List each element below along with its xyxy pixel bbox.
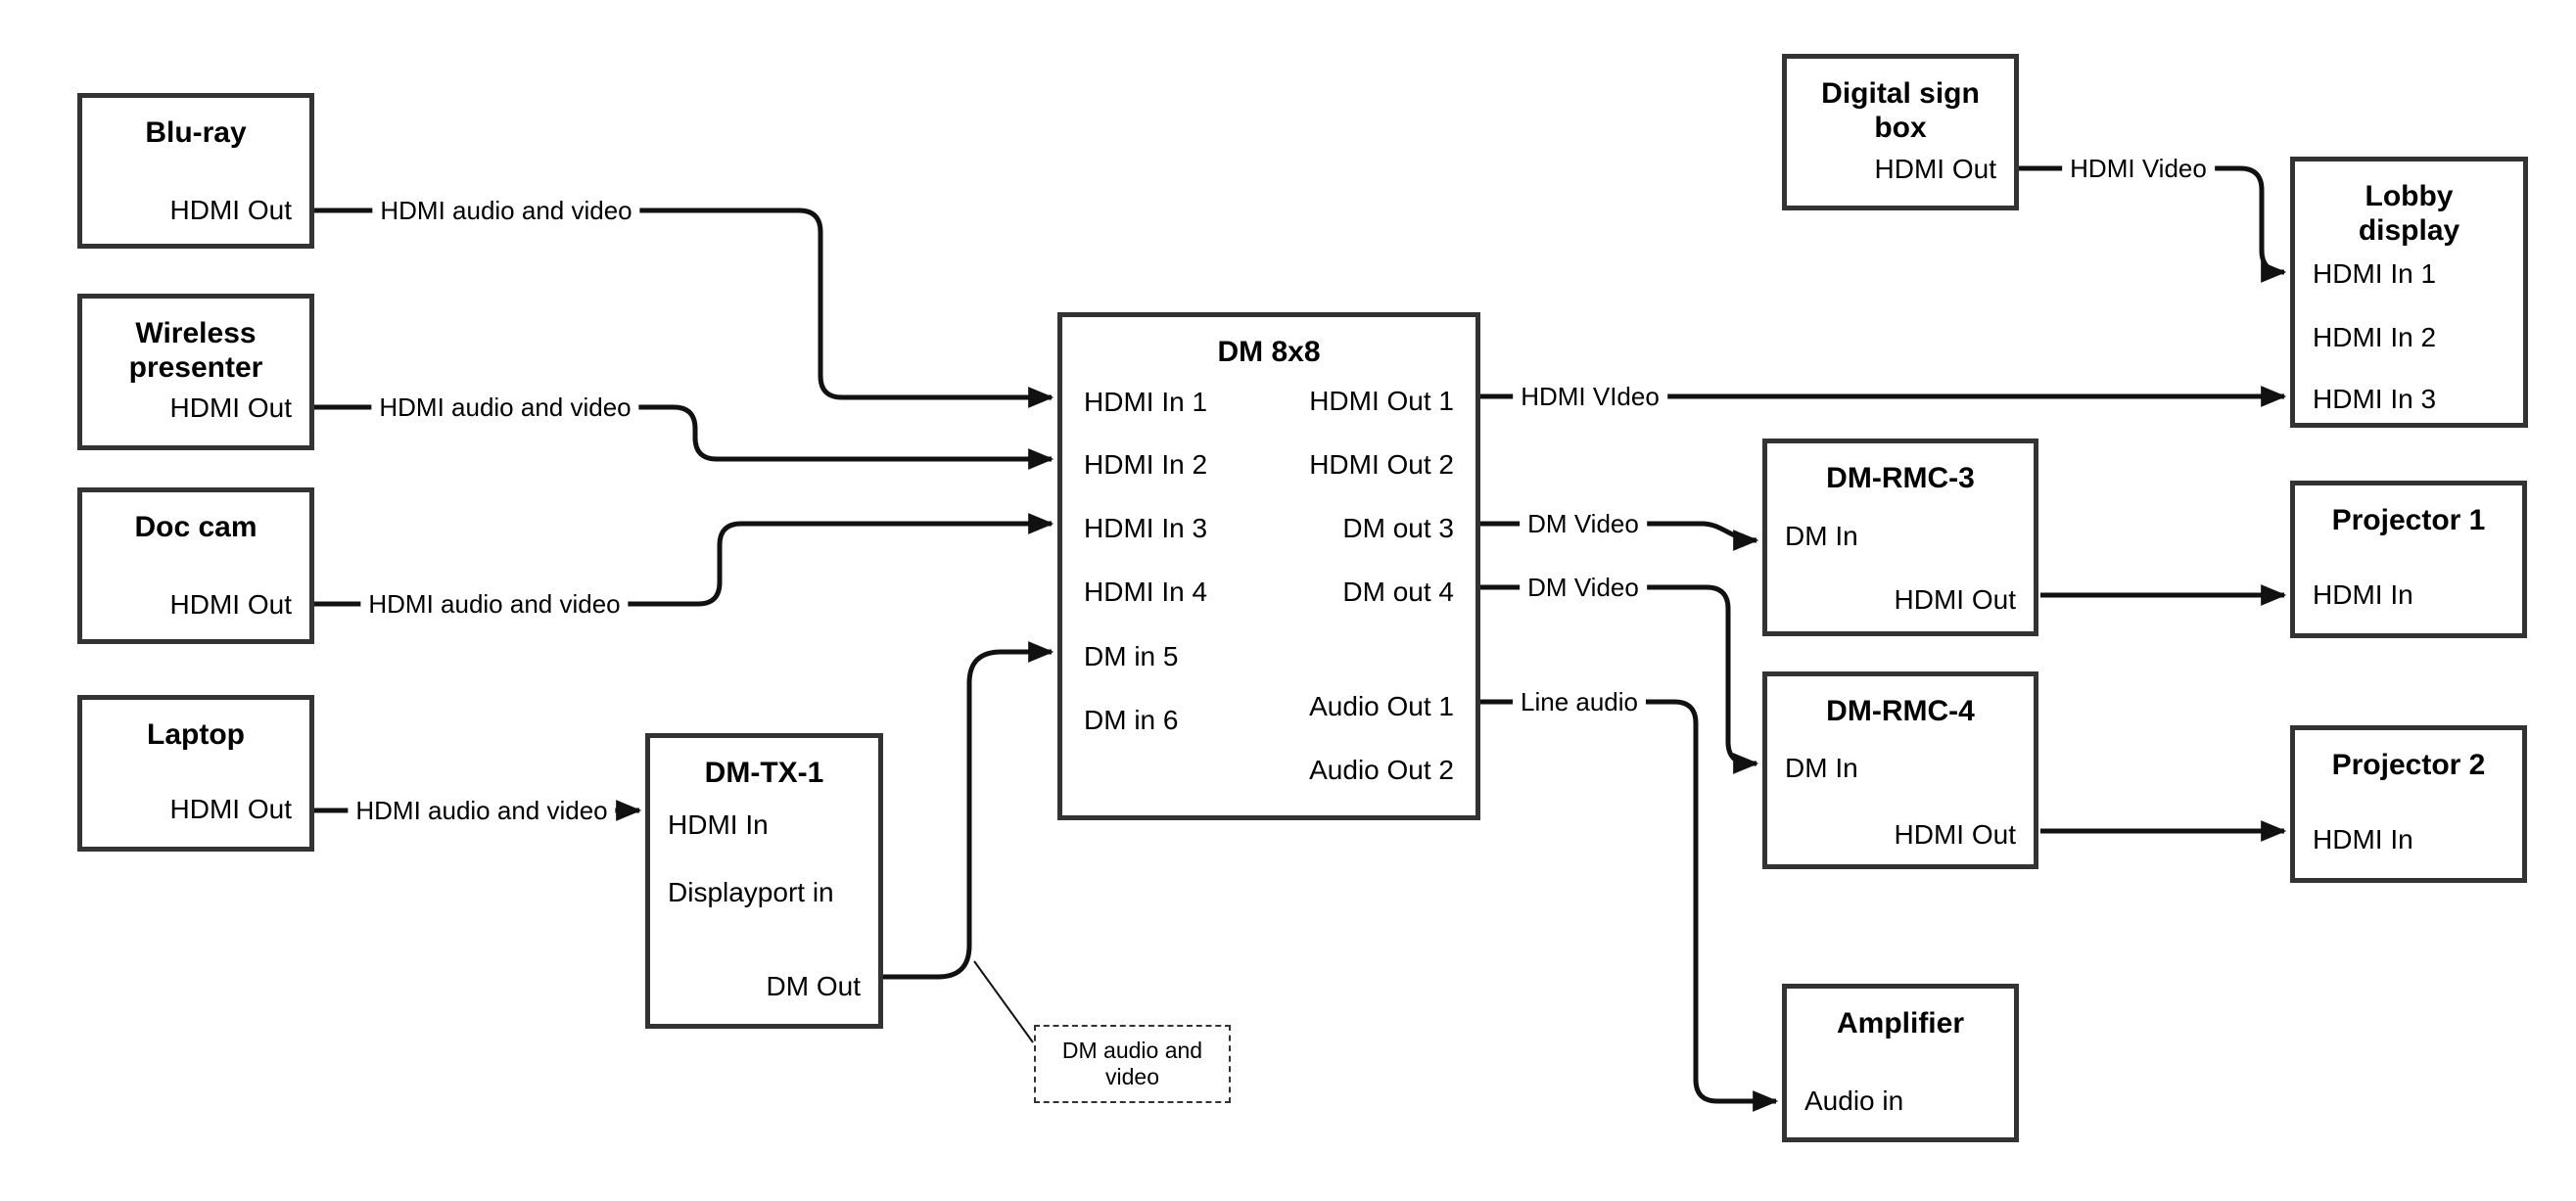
port-label-hdmi-in-2: HDMI In 2: [2313, 322, 2437, 352]
node-title: DM-TX-1: [704, 757, 824, 789]
node-title: Digital sign box: [1821, 77, 1980, 144]
port-label-hdmi-out: HDMI Out: [1894, 584, 2016, 615]
node-title: Lobby display: [2358, 180, 2460, 247]
node-lobby-display[interactable]: Lobby display HDMI In 1 HDMI In 2 HDMI I…: [2290, 157, 2528, 428]
node-laptop[interactable]: Laptop HDMI Out: [77, 695, 314, 852]
node-doc-cam[interactable]: Doc cam HDMI Out: [77, 487, 314, 644]
port-label-hdmi-out-1: HDMI Out 1: [1309, 386, 1454, 416]
port-label-hdmi-in-3: HDMI In 3: [1084, 513, 1208, 543]
callout-text: DM audio and video: [1061, 1038, 1203, 1089]
wire-label-laptop: HDMI audio and video: [348, 796, 616, 825]
port-label-audio-in: Audio in: [1804, 1086, 1904, 1116]
port-label-hdmi-in-1: HDMI In 1: [1084, 387, 1208, 417]
node-title: Blu-ray: [145, 116, 247, 149]
node-amplifier[interactable]: Amplifier Audio in: [1782, 984, 2019, 1142]
node-title: DM-RMC-3: [1826, 462, 1975, 494]
wire-label-dm-video-out3: DM Video: [1520, 509, 1647, 538]
node-title: Projector 1: [2331, 504, 2486, 536]
port-label-dm-in: DM In: [1785, 753, 1858, 783]
node-title: Amplifier: [1836, 1007, 1965, 1039]
port-label-hdmi-out: HDMI Out: [1894, 819, 2016, 850]
wire-label-dm-video-out4: DM Video: [1520, 573, 1647, 602]
port-label-hdmi-in-1: HDMI In 1: [2313, 258, 2437, 289]
node-title: DM-RMC-4: [1826, 695, 1975, 727]
wire-bluray-to-dm8x8-hdmi-in-1: [314, 208, 1054, 408]
wire-digital-sign-to-lobby-hdmi-in-1: [2019, 165, 2287, 283]
wire-label-wireless: HDMI audio and video: [371, 393, 639, 422]
port-label-hdmi-out-2: HDMI Out 2: [1309, 449, 1454, 480]
wire-label-doccam: HDMI audio and video: [360, 589, 629, 619]
port-label-hdmi-in: HDMI In: [2313, 579, 2413, 610]
wire-dm8x8-dm-out-4-to-dmrmc4-dm-in: [1480, 584, 1759, 774]
port-label-dm-out-3: DM out 3: [1342, 513, 1454, 543]
port-label-hdmi-in-3: HDMI In 3: [2313, 384, 2437, 414]
node-digital-sign-box[interactable]: Digital sign box HDMI Out: [1782, 54, 2019, 210]
port-label-displayport-in: Displayport in: [668, 877, 834, 907]
port-label-hdmi-in: HDMI In: [2313, 824, 2413, 855]
port-label-dm-in: DM In: [1785, 521, 1858, 551]
node-dm-8x8[interactable]: DM 8x8 HDMI In 1 HDMI In 2 HDMI In 3 HDM…: [1057, 312, 1480, 820]
wire-label-bluray: HDMI audio and video: [372, 196, 640, 225]
wire-label-hdmi-video-out1: HDMI VIdeo: [1513, 382, 1667, 411]
node-blu-ray[interactable]: Blu-ray HDMI Out: [77, 93, 314, 249]
wire-dmtx1-dm-out-to-dm8x8-dm-in-5: [883, 641, 1054, 980]
port-label-hdmi-out: HDMI Out: [169, 794, 292, 824]
port-label-hdmi-out: HDMI Out: [169, 393, 292, 423]
port-label-audio-out-2: Audio Out 2: [1309, 755, 1454, 785]
port-label-dm-in-5: DM in 5: [1084, 641, 1179, 671]
node-title: DM 8x8: [1217, 336, 1321, 368]
port-label-dm-in-6: DM in 6: [1084, 705, 1179, 735]
node-title: Wireless presenter: [128, 317, 263, 384]
callout-leader-line: [973, 960, 1034, 1043]
wire-wireless-to-dm8x8-hdmi-in-2: [314, 404, 1054, 470]
port-label-hdmi-out: HDMI Out: [1874, 154, 1996, 184]
port-label-dm-out-4: DM out 4: [1342, 577, 1454, 607]
port-label-hdmi-out: HDMI Out: [169, 195, 292, 225]
port-label-hdmi-in-4: HDMI In 4: [1084, 577, 1208, 607]
node-dm-rmc-3[interactable]: DM-RMC-3 DM In HDMI Out: [1762, 439, 2038, 636]
port-label-hdmi-in: HDMI In: [668, 809, 769, 840]
node-title: Doc cam: [134, 511, 258, 543]
port-label-hdmi-in-2: HDMI In 2: [1084, 449, 1208, 480]
port-label-hdmi-out: HDMI Out: [169, 589, 292, 620]
port-label-dm-out: DM Out: [766, 971, 861, 1001]
callout-dm-audio-video[interactable]: DM audio and video: [1034, 1025, 1231, 1103]
node-title: Laptop: [147, 718, 245, 751]
wire-dm8x8-dm-out-3-to-dmrmc3-dm-in: [1480, 521, 1759, 551]
port-label-audio-out-1: Audio Out 1: [1309, 691, 1454, 721]
wire-dm8x8-audio-out-1-to-amplifier: [1480, 699, 1779, 1112]
node-wireless-presenter[interactable]: Wireless presenter HDMI Out: [77, 294, 314, 450]
node-projector-2[interactable]: Projector 2 HDMI In: [2290, 725, 2527, 883]
node-dm-rmc-4[interactable]: DM-RMC-4 DM In HDMI Out: [1762, 671, 2038, 869]
node-projector-1[interactable]: Projector 1 HDMI In: [2290, 481, 2527, 638]
wire-doccam-to-dm8x8-hdmi-in-3: [314, 513, 1054, 607]
wire-label-hdmi-video-sign: HDMI Video: [2062, 154, 2215, 183]
wire-label-line-audio: Line audio: [1513, 687, 1646, 716]
node-dm-tx-1[interactable]: DM-TX-1 HDMI In Displayport in DM Out: [645, 733, 883, 1029]
node-title: Projector 2: [2331, 749, 2486, 781]
